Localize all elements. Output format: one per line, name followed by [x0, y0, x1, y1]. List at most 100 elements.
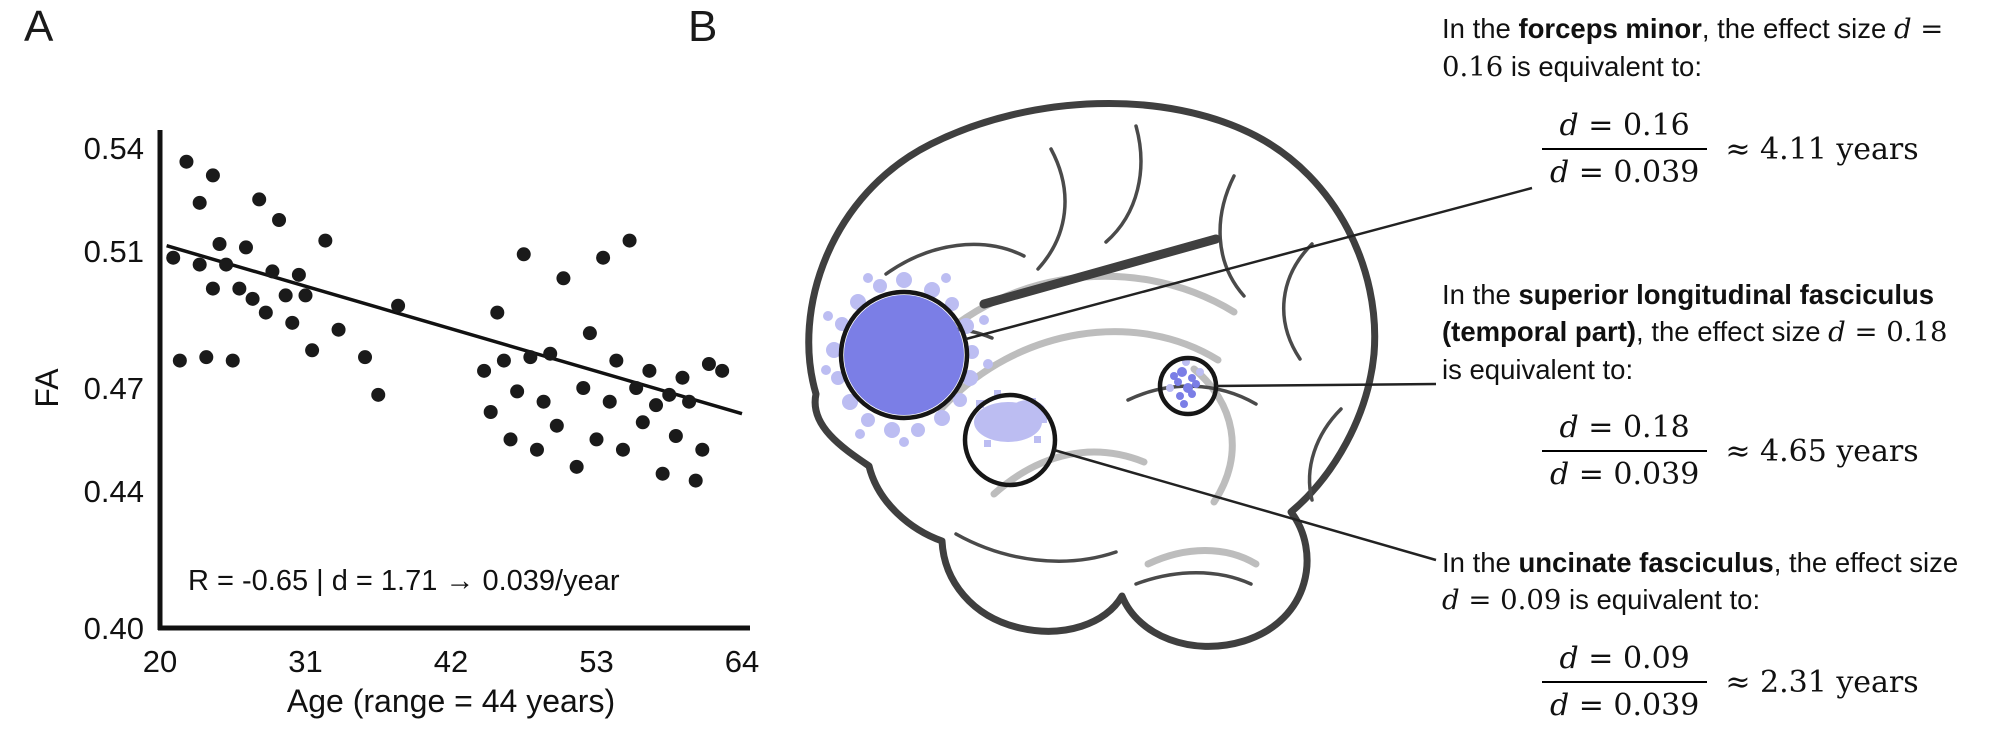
y-tick-label: 0.51 [84, 234, 144, 269]
scatter-point [649, 398, 664, 413]
scatter-point [225, 353, 240, 368]
annotation-forceps-minor: In the forceps minor, the effect size d … [1442, 10, 1972, 190]
x-axis-label: Age (range = 44 years) [287, 683, 615, 719]
effect-size-inline: d = 0.16 [1442, 13, 1944, 83]
scatter-point [549, 418, 564, 433]
scatter-point [371, 387, 386, 402]
equation: d = 0.18 d = 0.039 ≈ 4.65 years [1542, 410, 1972, 492]
scatter-point [166, 250, 181, 265]
scatter-point [529, 442, 544, 457]
scatter-point [331, 322, 346, 337]
scatter-point [305, 343, 320, 358]
scatter-point [510, 384, 525, 399]
scatter-point [258, 305, 273, 320]
scatter-point [602, 394, 617, 409]
scatter-point [272, 213, 287, 227]
forceps-minor-ring [838, 289, 970, 421]
equation-result: ≈ 4.65 years [1725, 433, 1919, 469]
x-tick-label: 20 [143, 644, 177, 679]
scatter-point [192, 195, 207, 210]
sulcus-cerebellum [1134, 571, 1253, 586]
scatter-point [622, 233, 637, 248]
scatter-point [192, 257, 207, 272]
scatter-point [596, 250, 611, 265]
stats-annotation: R = -0.65 | d = 1.71 → 0.039/year [188, 565, 620, 597]
scatter-point [543, 346, 558, 361]
y-tick-label: 0.54 [84, 131, 144, 166]
scatter-point [615, 442, 630, 457]
region-name: uncinate fasciculus [1518, 547, 1774, 578]
text-mid: , the effect size [1636, 316, 1829, 347]
scatter-point [688, 473, 703, 488]
annotation-uncinate: In the uncinate fasciculus, the effect s… [1442, 544, 1972, 723]
scatter-point [490, 305, 505, 320]
scatter-point [589, 432, 604, 447]
scatter-point [238, 240, 253, 255]
scatter-point [523, 350, 538, 365]
scatter-point [285, 315, 300, 330]
scatter-point [668, 429, 683, 443]
scatter-point [245, 291, 260, 306]
scatter-point [682, 394, 697, 409]
fraction-numerator: d = 0.09 [1542, 641, 1708, 683]
scatter-point [582, 326, 597, 341]
annotation-text: In the superior longitudinal fasciculus … [1442, 276, 1972, 388]
effect-size-inline: d = 0.18 [1828, 316, 1948, 348]
y-tick-label: 0.40 [84, 611, 144, 646]
y-axis-label: FA [29, 368, 65, 408]
text-post: is equivalent to: [1442, 354, 1634, 385]
panel-a-label: A [24, 2, 54, 51]
fraction-denominator: d = 0.039 [1550, 457, 1700, 492]
fraction: d = 0.09 d = 0.039 [1542, 641, 1708, 723]
scatter-point [477, 363, 492, 378]
equation: d = 0.16 d = 0.039 ≈ 4.11 years [1542, 108, 1972, 190]
text-post: is equivalent to: [1561, 584, 1761, 615]
scatter-point [278, 288, 293, 303]
text-pre: In the [1442, 13, 1519, 44]
scatter-point [318, 233, 333, 248]
scatter-point [629, 381, 644, 395]
scatter-point [701, 357, 716, 371]
effect-size-inline: d = 0.09 [1442, 584, 1562, 616]
fraction-denominator: d = 0.039 [1550, 688, 1700, 723]
x-tick-label: 53 [579, 644, 613, 679]
scatter-point [291, 267, 306, 282]
scatter-point [536, 394, 551, 409]
cluster-forceps-minor [821, 272, 993, 447]
region-name: forceps minor [1518, 13, 1702, 44]
regression-line [166, 244, 743, 416]
scatter-point [635, 415, 650, 430]
fraction-numerator: d = 0.16 [1542, 108, 1708, 150]
text-post: is equivalent to: [1503, 51, 1702, 82]
x-tick-label: 42 [434, 644, 468, 679]
equation-result: ≈ 4.11 years [1725, 131, 1919, 167]
scatter-point [358, 350, 373, 365]
cluster-uncinate [962, 390, 1058, 488]
scatter-point [496, 353, 511, 368]
scatter-point [199, 350, 214, 365]
scatter-point [212, 237, 227, 251]
x-tick-label: 31 [288, 644, 322, 679]
scatter-point [219, 257, 234, 272]
region-name: superior longitudinal fasciculus (tempor… [1442, 279, 1935, 347]
scatter-point [569, 459, 584, 474]
annotation-text: In the forceps minor, the effect size d … [1442, 10, 1972, 86]
fraction: d = 0.16 d = 0.039 [1542, 108, 1708, 190]
annotation-slf-temporal: In the superior longitudinal fasciculus … [1442, 276, 1972, 492]
uncinate-ring [962, 392, 1058, 488]
text-pre: In the [1442, 547, 1519, 578]
panel-b-label: B [688, 2, 718, 51]
scatter-point [675, 370, 690, 385]
text-mid: , the effect size [1701, 13, 1894, 44]
scatter-point [205, 168, 220, 183]
scatter-point [232, 281, 247, 296]
scatter-point [172, 353, 187, 368]
text-pre: In the [1442, 279, 1519, 310]
scatter-point [205, 281, 220, 296]
equation: d = 0.09 d = 0.039 ≈ 2.31 years [1542, 641, 1972, 723]
scatter-point [662, 387, 677, 402]
scatter-point [516, 247, 531, 262]
scatter-point [265, 264, 280, 279]
